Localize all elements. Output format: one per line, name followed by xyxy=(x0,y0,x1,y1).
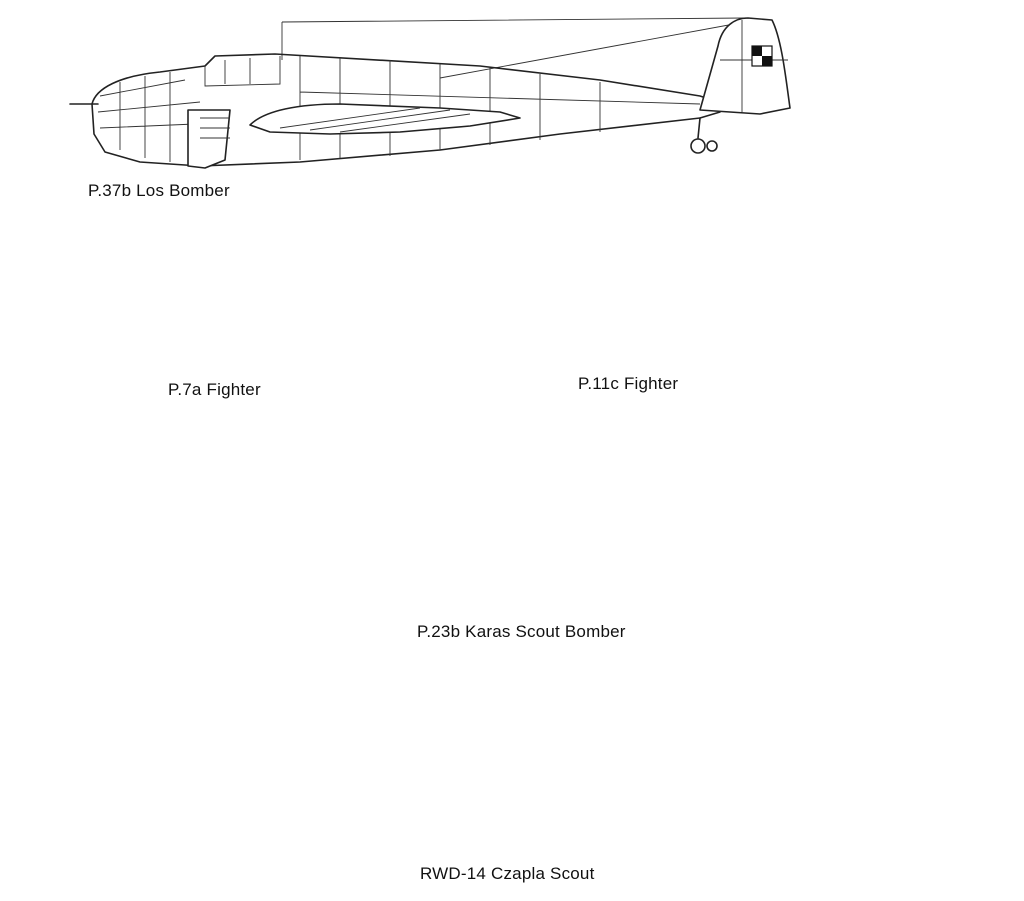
caption-p7a: P.7a Fighter xyxy=(168,380,261,399)
caption-rwd14: RWD-14 Czapla Scout xyxy=(420,864,595,883)
caption-p23b: P.23b Karas Scout Bomber xyxy=(417,622,626,641)
p37b-drawing xyxy=(69,17,791,169)
caption-p37b: P.37b Los Bomber xyxy=(88,181,230,200)
caption-p11c: P.11c Fighter xyxy=(578,374,679,393)
